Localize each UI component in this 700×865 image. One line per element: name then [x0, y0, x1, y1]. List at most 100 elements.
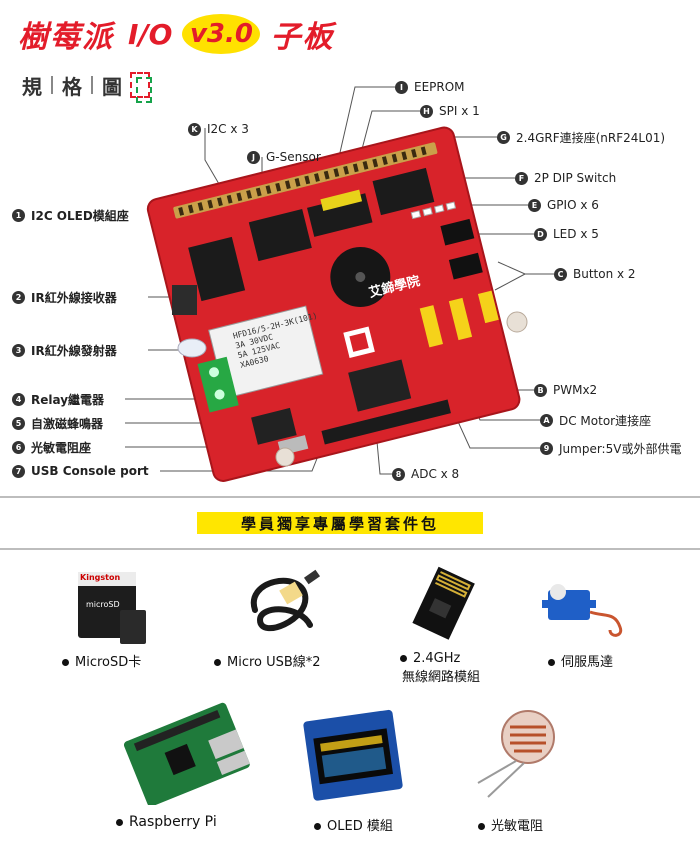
kit-item-rf-module: 2.4GHz 無線網路模組 [400, 651, 480, 685]
bullet-icon [214, 659, 221, 666]
callout-led: D LED x 5 [534, 225, 599, 243]
title-suffix: 子板 [270, 20, 335, 55]
callout-tag: 3 [12, 343, 25, 357]
spec-char-3: 圖 [102, 74, 122, 99]
micro-usb-cable-image [250, 569, 321, 632]
oled-module-image [303, 709, 403, 801]
pcb [146, 126, 521, 482]
microsd-card-image [78, 572, 146, 644]
callout-usb-console: 7 USB Console port [12, 462, 149, 480]
spec-separator [51, 76, 53, 94]
callout-text: 光敏電阻座 [31, 440, 92, 455]
callout-tag: 8 [392, 467, 405, 481]
callout-tag: K [188, 122, 201, 136]
callout-text: GPIO x 6 [547, 198, 599, 212]
callout-gsensor: J G-Sensor [247, 148, 321, 166]
photoresistor-image [477, 710, 555, 798]
callout-text: PWMx2 [553, 383, 598, 397]
callout-ir-emitter: 3 IR紅外線發射器 [12, 341, 117, 359]
callout-tag: 9 [540, 441, 553, 455]
callout-text: G-Sensor [266, 150, 321, 164]
callout-dc-motor: A DC Motor連接座 [540, 411, 651, 429]
spec-separator [91, 76, 93, 94]
divider-bottom [0, 548, 700, 550]
spec-char-2: 格 [62, 74, 82, 99]
divider-top [0, 496, 700, 498]
kit-item-oled: OLED 模組 [314, 815, 393, 834]
kit-item-raspberry-pi: Raspberry Pi [116, 814, 217, 830]
spec-deco-icon [130, 72, 152, 103]
callout-jumper: 9 Jumper:5V或外部供電 [540, 439, 681, 457]
callout-text: SPI x 1 [439, 104, 480, 118]
callout-text: DC Motor連接座 [559, 413, 652, 428]
callout-text: 2P DIP Switch [534, 171, 617, 185]
bullet-icon [116, 818, 123, 826]
callout-text: Button x 2 [573, 267, 636, 281]
callout-text: EEPROM [414, 80, 465, 94]
kit-item-servo: 伺服馬達 [548, 651, 613, 670]
callout-ir-receiver: 2 IR紅外線接收器 [12, 288, 117, 306]
callout-text: IR紅外線接收器 [31, 290, 117, 305]
callout-tag: E [528, 198, 541, 212]
callout-tag: 2 [12, 290, 25, 304]
kit-label: Raspberry Pi [129, 814, 217, 830]
callout-text: I2C x 3 [207, 122, 249, 136]
board-diagram [125, 86, 554, 482]
callout-text: 自激磁蜂鳴器 [31, 416, 104, 431]
spec-heading: 規 格 圖 [22, 70, 152, 103]
callout-text: Jumper:5V或外部供電 [559, 441, 682, 456]
callout-tag: F [515, 171, 528, 185]
callout-spi: H SPI x 1 [420, 102, 480, 120]
callout-gpio: E GPIO x 6 [528, 196, 599, 214]
callout-text: USB Console port [31, 464, 149, 478]
kit-banner: 學員獨享專屬學習套件包 [197, 512, 483, 534]
bullet-icon [314, 823, 321, 830]
kit-label-line2: 無線網路模組 [402, 670, 481, 685]
bullet-icon [478, 823, 485, 830]
callout-pwm: B PWMx2 [534, 381, 597, 399]
microsd-text: microSD [86, 600, 120, 609]
kit-label: MicroSD卡 [75, 655, 142, 670]
callout-tag: A [540, 413, 553, 427]
callout-photoresistor: 6 光敏電阻座 [12, 438, 91, 456]
callout-text: ADC x 8 [411, 467, 460, 481]
callout-tag: 5 [12, 416, 25, 430]
callout-tag: J [247, 150, 260, 164]
kit-label: Micro USB線*2 [227, 655, 321, 670]
kit-item-photoresistor: 光敏電阻 [478, 815, 543, 834]
bullet-icon [62, 659, 69, 666]
kit-label: 光敏電阻 [491, 819, 544, 834]
callout-tag: D [534, 227, 547, 241]
version-badge: v3.0 [182, 14, 261, 54]
spec-char-1: 規 [22, 74, 42, 99]
servo-motor-image [542, 584, 623, 637]
callout-tag: 6 [12, 440, 25, 454]
kit-label: 2.4GHz [413, 651, 461, 666]
callout-tag: H [420, 104, 433, 118]
page-title: 樹莓派 I/O v3.0 子板 [18, 12, 334, 56]
callout-tag: 4 [12, 392, 25, 406]
callout-adc: 8 ADC x 8 [392, 465, 459, 483]
rf-module-image [412, 566, 475, 640]
callout-rf: G 2.4GRF連接座(nRF24L01) [497, 128, 665, 146]
microsd-brand: Kingston [80, 573, 121, 582]
callout-eeprom: I EEPROM [395, 78, 465, 96]
title-io: I/O [128, 17, 173, 51]
callout-text: I2C OLED模組座 [31, 208, 129, 223]
callout-dip-switch: F 2P DIP Switch [515, 169, 616, 187]
callout-relay: 4 Relay繼電器 [12, 390, 104, 408]
callout-button: C Button x 2 [554, 265, 636, 283]
bullet-icon [548, 659, 555, 666]
raspberry-pi-image [123, 702, 250, 805]
callout-buzzer: 5 自激磁蜂鳴器 [12, 414, 103, 432]
callout-tag: 1 [12, 208, 25, 222]
title-main: 樹莓派 [18, 20, 114, 55]
callout-text: LED x 5 [553, 227, 599, 241]
callout-i2c-oled: 1 I2C OLED模組座 [12, 206, 129, 224]
callout-i2c: K I2C x 3 [188, 120, 249, 138]
callout-tag: B [534, 383, 547, 397]
kit-item-usb-cable: Micro USB線*2 [214, 651, 321, 670]
callout-text: IR紅外線發射器 [31, 343, 117, 358]
bullet-icon [400, 655, 407, 662]
callout-text: 2.4GRF連接座(nRF24L01) [516, 130, 666, 145]
